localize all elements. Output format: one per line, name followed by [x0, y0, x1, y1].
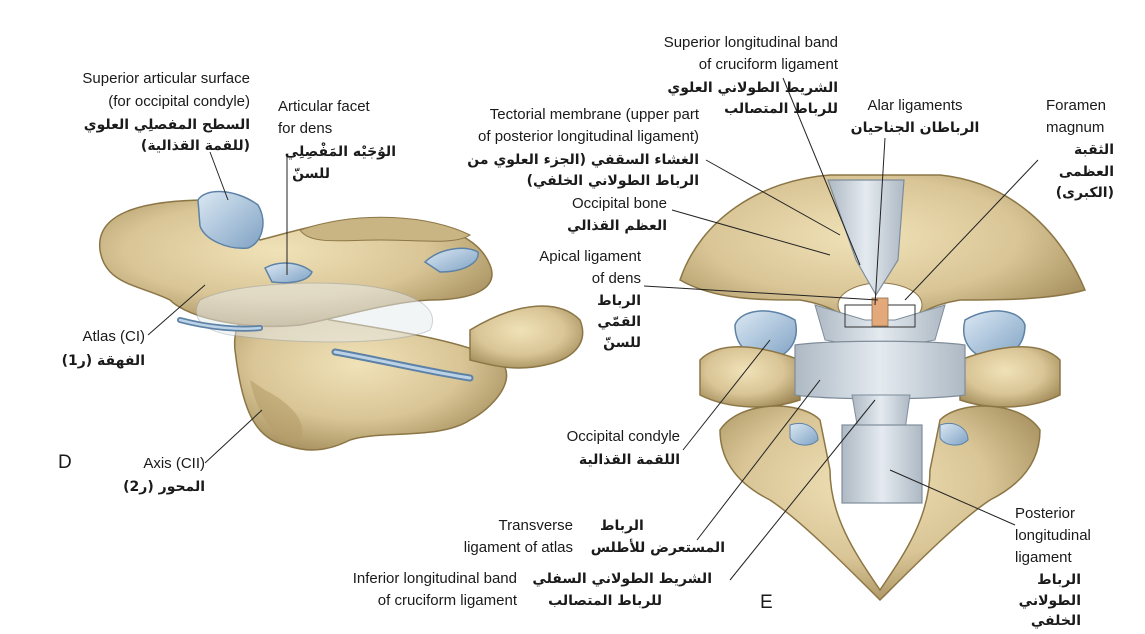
panel-e-illustration [643, 77, 1087, 602]
superior-articular-label-en1: Superior articular surface [82, 70, 250, 87]
posterior-label-ar2: الطولاني [1018, 593, 1081, 609]
atlas-label-en: Atlas (CI) [82, 328, 145, 345]
superior-longitudinal-band [827, 179, 905, 297]
posterior-label-en3: ligament [1015, 549, 1072, 566]
posterior-label-ar1: الرباط [1037, 572, 1081, 588]
foramen-label-ar1: الثقبة [1073, 142, 1114, 158]
superior-band-label-ar2: للرباط المتصالب [724, 101, 838, 117]
superior-articular-label-en2: (for occipital condyle) [108, 93, 250, 110]
panel-d-illustration [99, 151, 584, 464]
apical-label-en2: of dens [591, 270, 641, 287]
occipital-condyle-label-ar: اللقمة القذالية [578, 452, 680, 468]
superior-articular-label-ar1: السطح المفصلِي العلوي [83, 117, 250, 133]
apical-label-ar1: الرباط [597, 293, 641, 309]
tectorial-label-ar1: الغشاء السقفي (الجزء العلوي من [467, 152, 699, 168]
articular-facet-for-dens [264, 262, 313, 284]
tectorial-label-en1: Tectorial membrane (upper part [489, 106, 699, 123]
apical-label-en1: Apical ligament [539, 248, 641, 265]
articular-facet-label-en2: for dens [278, 120, 333, 137]
superior-band-label-ar1: الشريط الطولاني العلوي [667, 80, 838, 96]
inferior-band-label-ar1: الشريط الطولاني السفلي [532, 571, 712, 587]
posterior-label-ar3: الخلفي [1030, 613, 1081, 629]
axis-label-en: Axis (CII) [143, 455, 205, 472]
axis-spinous-process [469, 305, 584, 369]
occipital-condyle-label-en: Occipital condyle [566, 428, 680, 445]
panel-e-letter: E [760, 592, 773, 613]
alar-label-en: Alar ligaments [867, 97, 963, 114]
atlas-label-ar: الفهقة (ر1) [61, 353, 145, 369]
foramen-label-ar2: العظمى [1058, 164, 1114, 180]
foramen-label-en2: magnum [1046, 119, 1105, 136]
transverse-label-en2: ligament of atlas [463, 539, 573, 556]
panel-d-letter: D [58, 452, 72, 473]
inferior-band-label-en1: Inferior longitudinal band [352, 570, 517, 587]
transverse-label-ar2: المستعرض للأطلس [590, 540, 725, 556]
superior-band-label-en2: of cruciform ligament [698, 56, 838, 73]
transverse-label-ar1: الرباط [600, 518, 644, 534]
inferior-band-label-en2: of cruciform ligament [377, 592, 517, 609]
axis-posterior [719, 405, 1041, 602]
tectorial-label-ar2: الرباط الطولاني الخلفي) [526, 173, 699, 189]
articular-facet-label-ar2: للسنّ [292, 166, 330, 182]
foramen-label-ar3: (الكبرى) [1055, 185, 1114, 201]
inferior-band-label-ar2: للرباط المتصالب [548, 593, 662, 609]
foramen-label-en1: Foramen [1046, 97, 1107, 114]
superior-band-label-en1: Superior longitudinal band [663, 34, 838, 51]
apical-label-ar3: للسنّ [603, 335, 641, 351]
tectorial-label-en2: of posterior longitudinal ligament) [478, 128, 699, 145]
axis-label-ar: المحور (ر2) [123, 479, 205, 495]
posterior-longitudinal-ligament [841, 424, 923, 504]
superior-articular-surface [197, 190, 264, 249]
apical-label-ar2: القمّي [597, 314, 641, 330]
superior-articular-label-ar2: (للقمة القذالية) [140, 138, 250, 154]
transverse-label-en1: Transverse [498, 517, 573, 534]
occipital-bone-label-ar: العظم القذالي [567, 218, 667, 234]
alar-label-ar: الرباطان الجناحيان [850, 120, 980, 136]
transverse-ligament [794, 340, 966, 400]
posterior-label-en1: Posterior [1015, 505, 1076, 522]
articular-facet-label-en1: Articular facet [278, 98, 370, 115]
posterior-label-en2: longitudinal [1015, 527, 1091, 544]
occipital-bone-label-en: Occipital bone [571, 195, 667, 212]
articular-facet-label-ar1: الوُجَيْه المَفْصِلِي [284, 144, 396, 160]
